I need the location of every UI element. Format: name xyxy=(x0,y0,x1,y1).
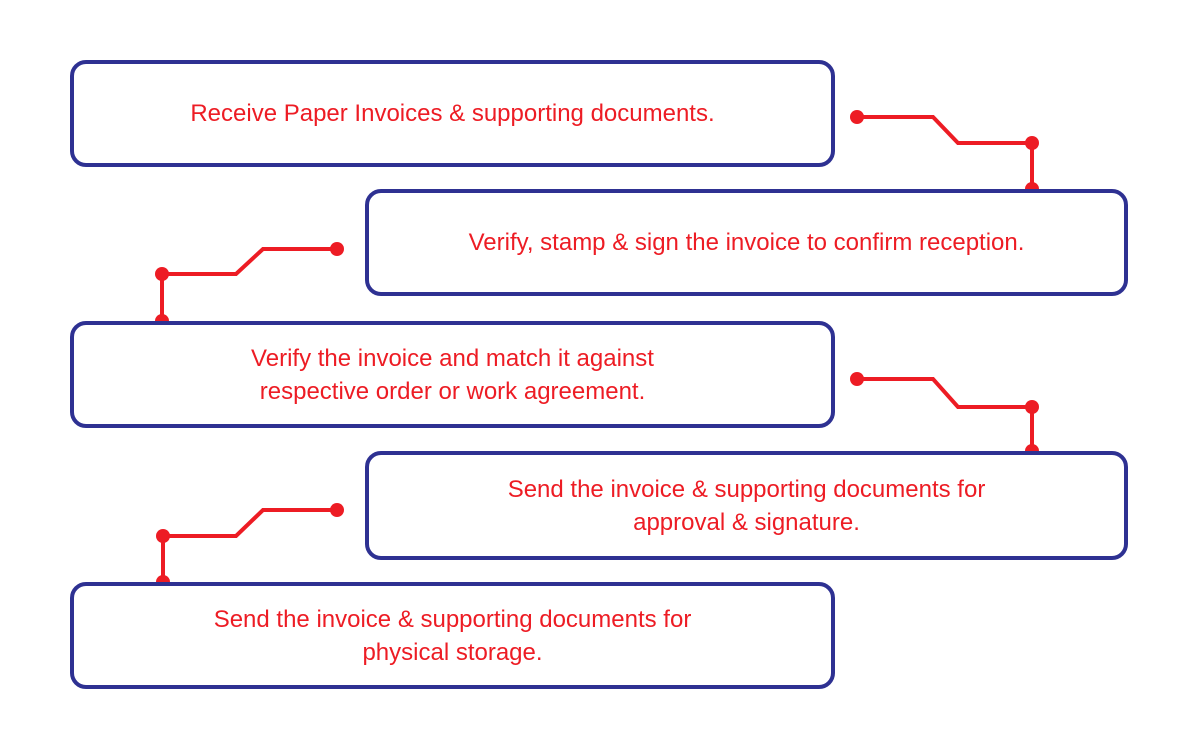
connector-dot xyxy=(850,110,864,124)
step-text-line: approval & signature. xyxy=(633,508,860,536)
connector-step2-step3 xyxy=(155,242,344,328)
step-text-line: Verify the invoice and match it against xyxy=(251,344,654,372)
flow-step-verify-match-order: Verify the invoice and match it against … xyxy=(70,321,835,428)
connector-line xyxy=(857,115,1034,189)
connector-dot xyxy=(155,267,169,281)
step-text-line: Receive Paper Invoices & supporting docu… xyxy=(190,100,715,127)
connector-dot xyxy=(330,242,344,256)
step-text-line: Verify, stamp & sign the invoice to conf… xyxy=(468,229,1025,256)
connector-step4-step5 xyxy=(156,503,344,589)
connector-dot xyxy=(330,503,344,517)
connector-line xyxy=(857,377,1034,451)
flow-step-receive-invoices: Receive Paper Invoices & supporting docu… xyxy=(70,60,835,167)
connector-dot xyxy=(1025,136,1039,150)
connector-dot xyxy=(1025,400,1039,414)
flow-step-verify-stamp-sign: Verify, stamp & sign the invoice to conf… xyxy=(365,189,1128,296)
step-text-line: Send the invoice & supporting documents … xyxy=(507,475,986,503)
connector-dot xyxy=(850,372,864,386)
connector-dot xyxy=(156,529,170,543)
step-text-line: respective order or work agreement. xyxy=(259,377,646,405)
connector-step3-step4 xyxy=(850,372,1039,458)
flow-step-send-for-storage: Send the invoice & supporting documents … xyxy=(70,582,835,689)
connector-line xyxy=(160,247,337,321)
flow-step-send-for-approval: Send the invoice & supporting documents … xyxy=(365,451,1128,560)
step-text-line: Send the invoice & supporting documents … xyxy=(213,605,692,633)
connector-line xyxy=(161,508,337,582)
connector-step1-step2 xyxy=(850,110,1039,196)
step-text-line: physical storage. xyxy=(362,638,543,666)
